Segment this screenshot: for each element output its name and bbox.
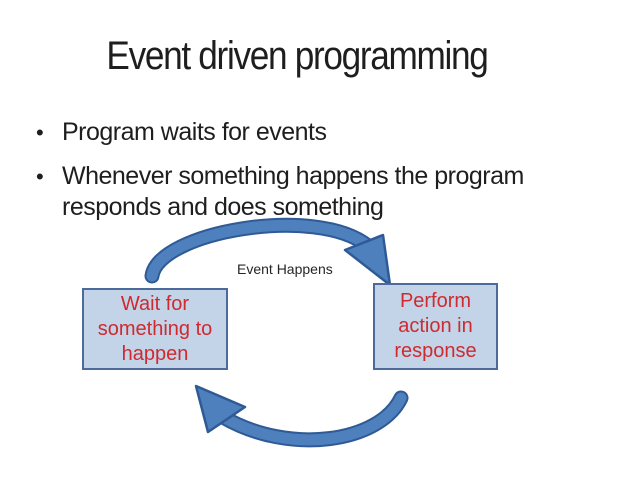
bullet-dot: • <box>36 164 44 189</box>
wait-box: Wait for something to happen <box>82 288 228 370</box>
top-curved-arrow-icon <box>144 217 392 287</box>
perform-box-text: Perform action in response <box>394 290 477 362</box>
bullet-text: Whenever something happens the program r… <box>62 162 524 221</box>
wait-box-text: Wait for something to happen <box>97 292 213 365</box>
perform-box: Perform action in response <box>373 283 498 370</box>
bullet-dot: • <box>36 120 44 145</box>
slide-title: Event driven programming <box>106 34 488 78</box>
bullet-item: • Whenever something happens the program… <box>36 161 556 223</box>
bullet-text: Program waits for events <box>62 118 327 146</box>
bullet-item: • Program waits for events <box>36 117 556 148</box>
event-happens-label: Event Happens <box>237 261 333 277</box>
bullet-list: • Program waits for events • Whenever so… <box>36 117 556 236</box>
bottom-curved-arrow-icon <box>194 384 409 448</box>
